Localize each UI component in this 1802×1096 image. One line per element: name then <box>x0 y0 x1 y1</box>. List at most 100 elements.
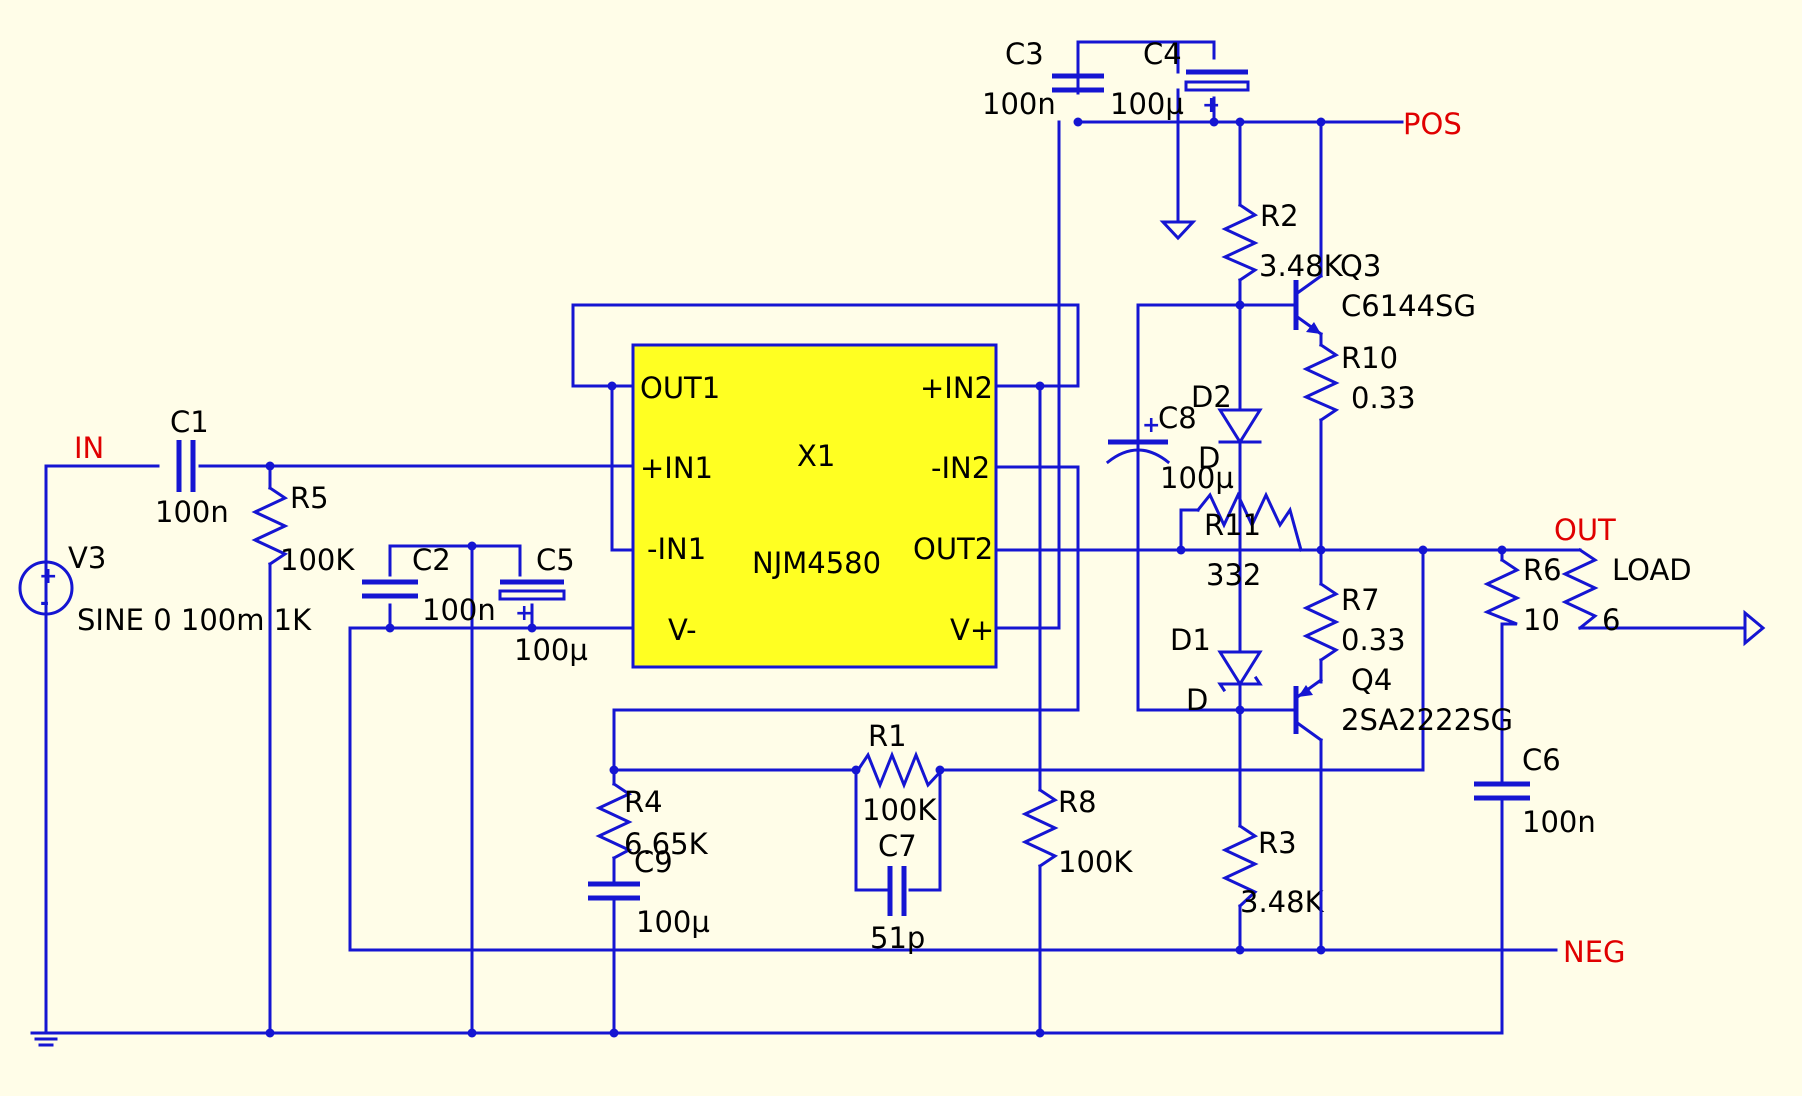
c1-ref: C1 <box>170 405 209 439</box>
source-symbol <box>18 560 74 616</box>
resistor-r10[interactable]: R10 0.33 <box>1302 341 1416 423</box>
pin-in1n: -IN1 <box>647 532 706 566</box>
c6-value: 100n <box>1522 805 1596 839</box>
d1-ref: D1 <box>1170 623 1211 657</box>
net-label-neg: NEG <box>1563 935 1626 969</box>
c1-value: 100n <box>155 495 229 529</box>
source-plus-mark: + <box>39 564 57 589</box>
r4-value: 6.65K <box>624 827 709 861</box>
ic-body <box>631 343 998 669</box>
r5-ref: R5 <box>290 481 329 515</box>
opamp-x1[interactable]: X1 NJM4580 OUT1 +IN1 -IN1 V- +IN2 -IN2 O… <box>631 343 998 669</box>
capacitor-c5[interactable]: + C5 100µ <box>498 543 588 667</box>
output-port-arrow <box>1743 609 1766 647</box>
pin-in1p: +IN1 <box>640 451 713 485</box>
load-ref: LOAD <box>1612 553 1692 587</box>
r6-ref: R6 <box>1523 553 1562 587</box>
resistor-r6[interactable]: R6 10 <box>1483 553 1562 637</box>
resistor-r4[interactable]: R4 6.65K <box>595 781 709 861</box>
resistor-load[interactable]: LOAD 6 <box>1561 547 1692 637</box>
c8-plus-mark: + <box>1142 413 1160 438</box>
net-labels: IN POS OUT NEG <box>74 107 1626 969</box>
r8-value: 100K <box>1058 845 1133 879</box>
pin-vneg: V- <box>668 613 697 647</box>
net-label-in: IN <box>74 431 104 465</box>
c9-value: 100µ <box>636 905 710 939</box>
c5-plus-mark: + <box>515 601 533 626</box>
r7-value: 0.33 <box>1341 623 1406 657</box>
junction-dots <box>265 117 1507 1038</box>
c7-ref: C7 <box>878 829 917 863</box>
d1-value: D <box>1186 683 1208 717</box>
source-minus-mark: - <box>40 591 49 616</box>
q3-ref: Q3 <box>1340 249 1381 283</box>
resistor-r11[interactable]: R11 332 <box>1195 491 1303 592</box>
capacitor-c1[interactable]: C1 100n <box>155 405 229 529</box>
r2-value: 3.48K <box>1259 249 1344 283</box>
r6-value: 10 <box>1523 603 1560 637</box>
resistor-r1[interactable]: R1 100K <box>855 719 945 827</box>
capacitor-c6[interactable]: C6 100n <box>1474 743 1596 839</box>
resistor-r7[interactable]: R7 0.33 <box>1302 581 1406 663</box>
c6-ref: C6 <box>1522 743 1561 777</box>
c4-ref: C4 <box>1143 37 1182 71</box>
ic-ref: X1 <box>797 439 835 473</box>
c9-ref: C9 <box>634 845 673 879</box>
q4-value: 2SA2222SG <box>1341 703 1513 737</box>
capacitor-c2[interactable]: C2 100n <box>362 543 496 627</box>
resistor-r2[interactable]: R2 3.48K <box>1221 199 1344 283</box>
r1-value: 100K <box>862 793 937 827</box>
capacitor-c3[interactable]: C3 100n <box>982 37 1104 121</box>
r1-ref: R1 <box>868 719 907 753</box>
wires <box>44 40 1747 1035</box>
r10-value: 0.33 <box>1351 381 1416 415</box>
c2-value: 100n <box>422 593 496 627</box>
diode-d1[interactable]: D1 D <box>1170 623 1263 717</box>
transistor-q3[interactable]: Q3 C6144SG <box>1238 249 1476 337</box>
source-v3[interactable]: + - V3 SINE 0 100m 1K <box>18 541 312 637</box>
net-label-pos: POS <box>1403 107 1462 141</box>
d2-ref: D2 <box>1191 380 1232 414</box>
c3-ref: C3 <box>1005 37 1044 71</box>
pin-in2n: -IN2 <box>931 451 990 485</box>
c8-value: 100µ <box>1160 461 1234 495</box>
r5-value: 100K <box>280 543 355 577</box>
q3-value: C6144SG <box>1341 289 1476 323</box>
net-label-out: OUT <box>1554 513 1616 547</box>
r10-ref: R10 <box>1341 341 1398 375</box>
r8-ref: R8 <box>1058 785 1097 819</box>
diode-d2[interactable]: D2 D <box>1191 380 1263 475</box>
d2-value: D <box>1198 441 1220 475</box>
c5-value: 100µ <box>514 633 588 667</box>
capacitor-c4[interactable]: + C4 100µ <box>1110 37 1250 121</box>
source-ref: V3 <box>68 541 106 575</box>
r4-ref: R4 <box>624 785 663 819</box>
resistor-r3[interactable]: R3 3.48K <box>1221 823 1325 919</box>
capacitor-c9[interactable]: C9 100µ <box>588 845 710 939</box>
resistor-r5[interactable]: R5 100K <box>251 481 355 577</box>
ic-part: NJM4580 <box>752 546 881 580</box>
c2-ref: C2 <box>412 543 451 577</box>
capacitor-c7[interactable]: C7 51p <box>870 829 925 955</box>
capacitor-c8[interactable]: + C8 100µ <box>1105 401 1234 495</box>
c4-plus-mark: + <box>1202 93 1220 118</box>
c3-value: 100n <box>982 87 1056 121</box>
r3-value: 3.48K <box>1240 885 1325 919</box>
resistor-r8[interactable]: R8 100K <box>1021 785 1133 879</box>
pin-in2p: +IN2 <box>920 371 993 405</box>
pin-vpos: V+ <box>950 613 994 647</box>
r11-ref: R11 <box>1204 508 1261 542</box>
r7-ref: R7 <box>1341 583 1380 617</box>
ground-symbol-main <box>30 1031 62 1047</box>
source-value: SINE 0 100m 1K <box>77 603 312 637</box>
r11-value: 332 <box>1206 558 1261 592</box>
c7-value: 51p <box>870 921 925 955</box>
c5-ref: C5 <box>536 543 575 577</box>
transistor-q4[interactable]: Q4 2SA2222SG <box>1238 658 1513 952</box>
q4-ref: Q4 <box>1351 663 1392 697</box>
c4-value: 100µ <box>1110 87 1184 121</box>
load-value: 6 <box>1602 603 1620 637</box>
pin-out2: OUT2 <box>913 532 993 566</box>
